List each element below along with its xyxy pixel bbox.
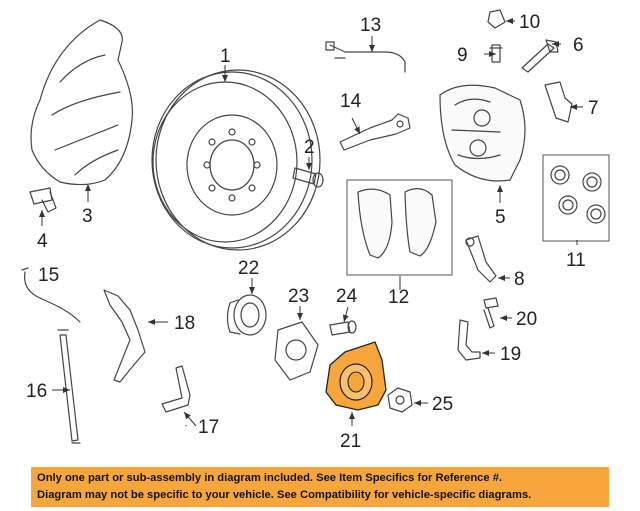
callout-6: 6 <box>573 35 584 56</box>
callout-21: 21 <box>340 431 361 452</box>
dust-shield-part <box>30 19 134 186</box>
callout-12: 12 <box>388 287 409 308</box>
brake-sensor-part <box>161 365 191 413</box>
hub-bolt-part <box>329 320 357 336</box>
callout-labels: 1 2 3 4 5 6 7 8 9 10 11 12 13 14 15 16 1… <box>26 12 599 452</box>
callout-20: 20 <box>516 309 537 330</box>
brake-hose-part <box>57 329 81 444</box>
sensor-link-part <box>465 235 497 283</box>
caliper-clip-part <box>487 9 506 29</box>
wear-indicator-wire-part <box>21 267 81 323</box>
brake-pads-part <box>346 179 453 276</box>
callout-13: 13 <box>360 15 381 36</box>
mounting-bolt-part <box>483 297 499 329</box>
callout-7: 7 <box>588 98 599 119</box>
callout-23: 23 <box>288 286 309 307</box>
piston-seals-part <box>542 154 610 242</box>
callout-1: 1 <box>220 46 231 67</box>
callout-10: 10 <box>519 12 540 33</box>
shield-bolt-part <box>29 187 57 213</box>
callout-24: 24 <box>336 286 358 307</box>
callout-2: 2 <box>304 137 315 158</box>
wheel-bearing-part <box>226 294 267 336</box>
brake-caliper-part <box>439 84 526 182</box>
axle-nut-part <box>387 387 413 413</box>
caliper-spring-part <box>544 81 573 123</box>
callout-5: 5 <box>495 207 506 228</box>
callout-9: 9 <box>457 45 468 66</box>
backing-plate-part <box>274 321 319 381</box>
callout-15: 15 <box>38 265 59 286</box>
callout-22: 22 <box>238 258 259 279</box>
callout-16: 16 <box>26 381 47 402</box>
leader-lines <box>39 18 583 427</box>
brake-rotor-part <box>151 69 321 251</box>
disclaimer-line-1: Only one part or sub-assembly in diagram… <box>37 472 503 484</box>
callout-14: 14 <box>340 91 362 112</box>
wheel-hub-part-highlighted <box>325 341 387 411</box>
callout-8: 8 <box>514 269 525 290</box>
disclaimer-banner: Only one part or sub-assembly in diagram… <box>31 467 609 507</box>
callout-3: 3 <box>82 206 93 227</box>
callout-11: 11 <box>566 250 586 271</box>
caliper-bolt-part <box>521 39 559 73</box>
callout-25: 25 <box>432 394 453 415</box>
callout-19: 19 <box>500 344 521 365</box>
abs-sensor-part <box>457 319 481 361</box>
disclaimer-line-2: Diagram may not be specific to your vehi… <box>37 489 532 501</box>
callout-4: 4 <box>37 231 48 252</box>
sensor-bracket-part <box>339 113 411 151</box>
rotor-screw-part <box>292 167 324 188</box>
callout-18: 18 <box>174 313 195 334</box>
wire-bracket-part <box>103 289 146 383</box>
wear-sensor-wire-part <box>325 41 406 73</box>
callout-17: 17 <box>198 417 219 438</box>
